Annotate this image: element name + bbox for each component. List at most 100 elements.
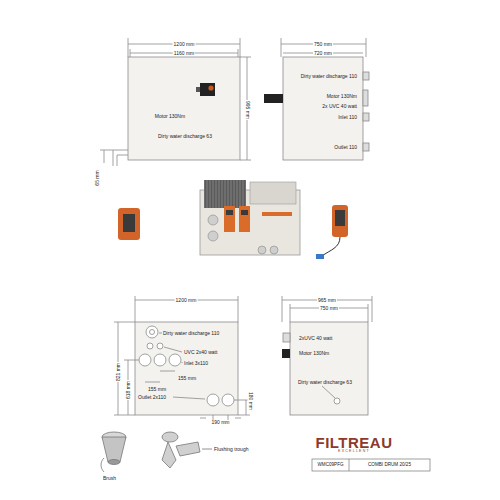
part-label: Outlet 2x110	[138, 395, 166, 400]
rear-view-part	[160, 371, 175, 372]
product-illustration-part	[224, 206, 235, 232]
motor-symbol-part	[208, 85, 213, 90]
rear-view-part	[114, 415, 135, 416]
side-view-part	[368, 304, 369, 322]
title-cell: WMC09PFG	[317, 463, 343, 468]
title-cell: COMBI DRUM 20/25	[368, 463, 411, 468]
brush-illustration-part	[101, 458, 104, 472]
motor-symbol-part	[200, 83, 215, 96]
front-view-part	[100, 150, 113, 151]
side-view-part	[290, 322, 368, 415]
product-illustration-part	[204, 180, 246, 208]
rear-view-part	[246, 400, 247, 415]
remote-control-part	[316, 254, 324, 259]
remote-control-part	[335, 210, 345, 226]
side-view-part	[363, 113, 369, 121]
remote-control	[316, 205, 348, 259]
side-view-part	[283, 333, 290, 342]
side-view-part	[281, 38, 282, 57]
rear-view-part	[235, 418, 241, 419]
rear-view-part	[169, 354, 181, 366]
dimension-label: 965 mm	[317, 298, 337, 303]
side-view-part	[363, 143, 369, 151]
rear-view-part	[157, 343, 163, 349]
remote-control-part	[332, 205, 348, 237]
rear-view-part	[114, 322, 135, 323]
motor-symbol-part	[264, 94, 283, 103]
dimension-label: 65 mm	[95, 170, 100, 185]
dimension-label: 995 mm	[245, 100, 250, 120]
part-label: Inlet 110	[338, 115, 357, 120]
part-label: Flushing trough	[214, 447, 248, 452]
brush-illustration-part	[102, 437, 126, 462]
front-view-part	[113, 150, 128, 166]
rear-view-part	[200, 418, 206, 419]
motor-symbol-part	[196, 87, 200, 92]
remote-control-part	[123, 214, 135, 232]
flushing-trough-illustration-part	[162, 442, 176, 468]
product-illustration-part	[208, 231, 218, 241]
dimension-label: 618 mm	[126, 380, 131, 400]
part-label: Brush	[103, 476, 116, 481]
part-label: Inlet 3x110	[184, 361, 208, 366]
dimension-label: 1200 mm	[173, 42, 196, 47]
product-illustration-part	[226, 210, 233, 215]
side-view-part	[363, 72, 369, 80]
part-label: Motor 130Nm	[327, 94, 357, 99]
brush-illustration	[101, 432, 126, 472]
dimension-label: 750 mm	[319, 306, 339, 311]
rear-view	[114, 296, 250, 420]
rear-view-part	[147, 343, 153, 349]
rear-view-part	[164, 347, 182, 352]
motor-symbol-part	[282, 349, 290, 358]
part-label: Dirty water discharge 63	[298, 380, 352, 385]
dimension-label: 190 mm	[211, 420, 229, 425]
product-illustration-part	[262, 212, 292, 216]
remote-control	[118, 208, 140, 240]
dimension-label: 720 mm	[313, 51, 333, 56]
front-view-part	[240, 38, 241, 57]
product-illustration-part	[258, 246, 266, 254]
product-illustration-part	[208, 215, 218, 225]
rear-view-part	[238, 415, 250, 416]
brand-logo: FILTREAU	[315, 435, 392, 450]
side-view-part	[283, 57, 363, 160]
rear-view-part	[146, 326, 158, 338]
flushing-trough-illustration-part	[202, 449, 212, 450]
side-view-part	[363, 90, 368, 106]
part-label: UVC 2x40 watt	[184, 350, 217, 355]
product-illustration-part	[270, 246, 278, 254]
side-view-part	[366, 38, 367, 57]
part-label: Dirty water discharge 63	[158, 134, 212, 139]
brush-illustration-part	[108, 460, 120, 465]
title-block-part	[349, 459, 350, 471]
product-illustration	[200, 180, 300, 255]
dimension-label: 821 mm	[116, 362, 121, 382]
product-illustration-part	[241, 210, 248, 215]
dimension-label: 155 mm	[178, 376, 196, 381]
rear-view-part	[159, 333, 162, 334]
remote-control-part	[118, 208, 140, 240]
side-view	[282, 296, 372, 415]
product-illustration-part	[204, 180, 246, 208]
rear-view-part	[124, 360, 139, 361]
dimension-label: 1160 mm	[173, 51, 195, 56]
side-view-part	[334, 398, 340, 404]
side-view-part	[322, 386, 335, 398]
remote-control-part	[322, 237, 340, 256]
flushing-trough-illustration-part	[176, 442, 200, 456]
part-label: Dirty water discharge 110	[301, 74, 357, 79]
motor-symbol	[282, 349, 290, 358]
dimension-label: 750 mm	[313, 42, 333, 47]
product-illustration-part	[239, 206, 250, 232]
front-view-part	[104, 150, 105, 163]
rear-view-part	[207, 394, 219, 406]
dimension-label: 155 mm	[148, 387, 166, 392]
rear-view-part	[135, 322, 238, 415]
part-label: 2x UVC 40 watt	[322, 104, 357, 109]
part-label: 2xUVC 40 watt	[299, 336, 332, 341]
rear-view-part	[222, 394, 234, 406]
title-block	[312, 459, 430, 471]
front-view-part	[240, 57, 251, 58]
